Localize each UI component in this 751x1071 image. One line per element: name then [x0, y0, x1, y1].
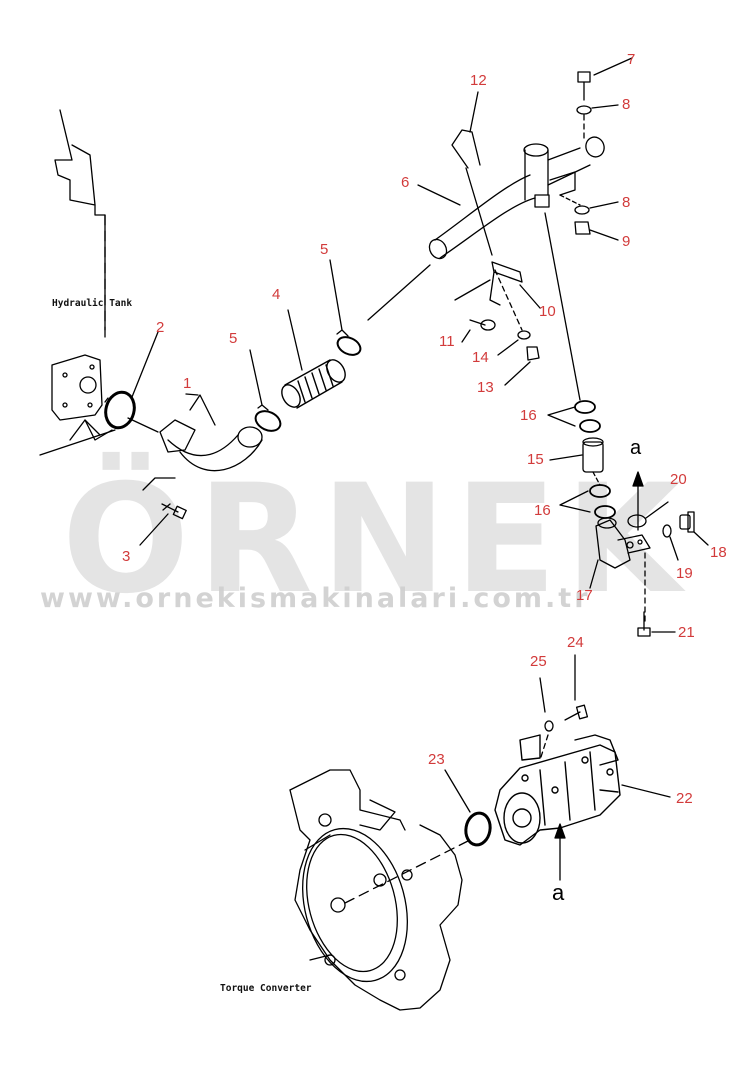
callout-8-bottom: 8	[622, 194, 631, 211]
pipe-15	[582, 437, 604, 473]
bolt-3	[161, 503, 187, 520]
callout-20: 20	[670, 471, 687, 488]
view-a-top-label: a	[630, 437, 642, 459]
tank-flange	[51, 354, 113, 441]
elbow-17	[595, 517, 651, 569]
callout-19: 19	[676, 565, 693, 582]
callout-9: 9	[622, 233, 631, 250]
watermark-brand: ÖRNEK	[61, 453, 690, 627]
callout-2: 2	[156, 319, 165, 336]
watermark-url: www.ornekismakinalari.com.tr	[40, 583, 591, 614]
callout-3: 3	[122, 548, 131, 565]
plug-18	[679, 511, 695, 533]
callout-22: 22	[676, 790, 693, 807]
callout-13: 13	[477, 379, 494, 396]
callout-1: 1	[183, 375, 192, 392]
callout-5-left: 5	[229, 330, 238, 347]
bolt-11	[469, 319, 496, 331]
callout-4: 4	[272, 286, 281, 303]
callout-25: 25	[530, 653, 547, 670]
elbow-pipe-1	[159, 394, 263, 472]
bolt-24	[564, 704, 589, 721]
callout-23: 23	[428, 751, 445, 768]
callout-12: 12	[470, 72, 487, 89]
callout-17: 17	[576, 587, 593, 604]
callout-14: 14	[472, 349, 489, 366]
pump-22	[494, 734, 621, 846]
callout-6: 6	[401, 174, 410, 191]
callout-16-bottom: 16	[534, 502, 551, 519]
callout-8-top: 8	[622, 96, 631, 113]
hose-4	[281, 359, 346, 409]
bolt-21	[637, 611, 651, 637]
callout-15: 15	[527, 451, 544, 468]
callout-24: 24	[567, 634, 584, 651]
callout-5-right: 5	[320, 241, 329, 258]
callout-10: 10	[539, 303, 556, 320]
callout-21: 21	[678, 624, 695, 641]
bracket-10	[489, 261, 523, 306]
callout-7: 7	[627, 51, 636, 68]
callout-18: 18	[710, 544, 727, 561]
torque-converter-label: Torque Converter	[220, 983, 312, 994]
view-a-bottom-label: a	[552, 880, 565, 905]
torque-converter-outline	[289, 769, 463, 1011]
hydraulic-tank-outline	[39, 109, 116, 456]
hydraulic-tank-label: Hydraulic Tank	[52, 298, 133, 309]
bolt-7	[577, 71, 591, 101]
tube-6	[428, 136, 605, 260]
callout-11: 11	[439, 333, 455, 350]
callout-16-top: 16	[520, 407, 537, 424]
